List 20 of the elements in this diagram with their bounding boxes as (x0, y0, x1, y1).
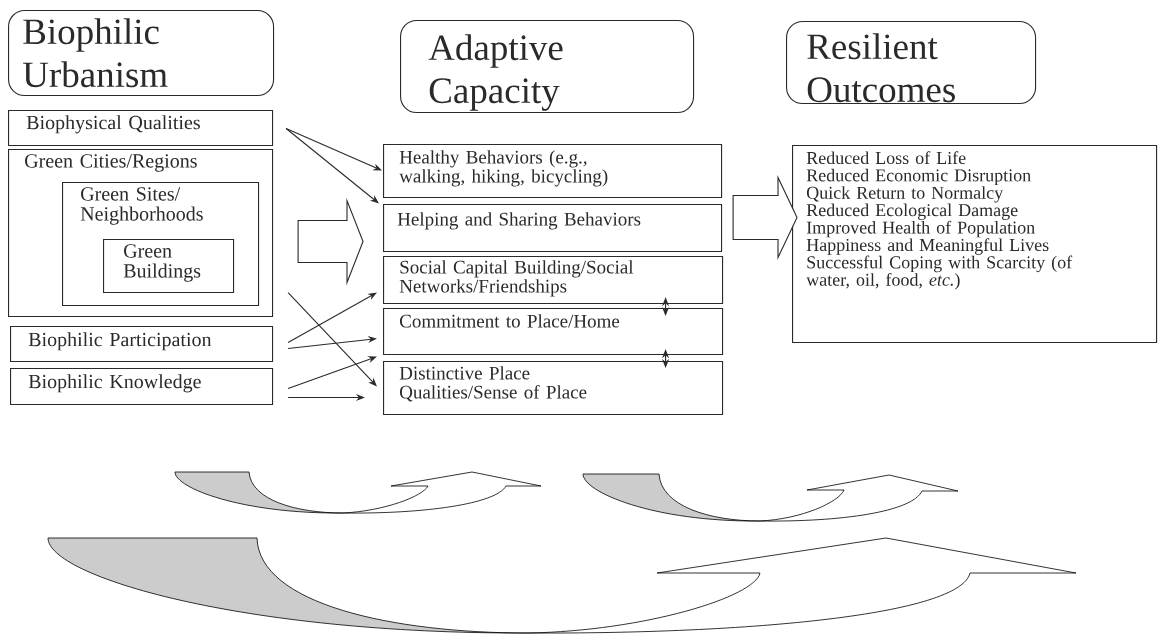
arrow (285, 128, 382, 171)
text-box: Biophysical Qualities (8, 110, 274, 147)
arrow (287, 292, 377, 344)
block-arrow (732, 175, 798, 260)
text-box: Helping and Sharing Behaviors (383, 204, 723, 253)
block-arrow (297, 197, 364, 286)
text-box: Commitment to Place/Home (383, 308, 724, 356)
text-box: Social Capital Building/Social Networks/Friendships (383, 256, 724, 305)
heading-box: Adaptive Capacity (400, 20, 695, 114)
text-box: Biophilic Knowledge (10, 368, 274, 406)
text-box: Green Buildings (103, 239, 235, 294)
arrow (285, 128, 379, 204)
text-box: Biophilic Participation (10, 326, 274, 363)
text-box: Healthy Behaviors (e.g., walking, hiking, bicycling) (383, 144, 723, 199)
arrow (287, 336, 377, 350)
arrow (287, 356, 377, 390)
heading-box: Biophilic Urbanism (8, 10, 275, 97)
text-box: Reduced Loss of Life Reduced Economic Disruption Quick Return to Normalcy Reduced Ecological Damage Improved Health of Population Happiness and Meaningful Lives Successful Coping with Scarcity (of water, oil, food, etc.) (792, 145, 1158, 344)
text-box: Distinctive Place Qualities/Sense of Place (383, 361, 724, 416)
heading-box: Resilient Outcomes (786, 21, 1037, 105)
